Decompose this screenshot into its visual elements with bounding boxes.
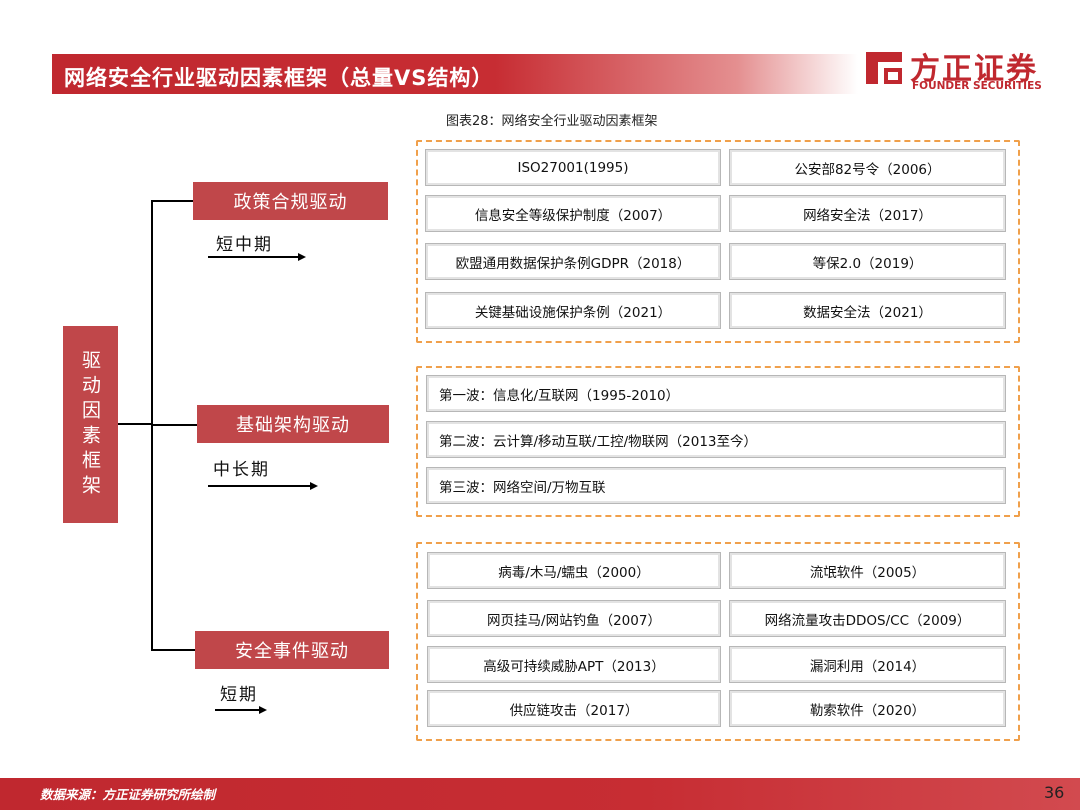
policy-item: ISO27001(1995) [425, 149, 721, 186]
event-item: 网络流量攻击DDOS/CC（2009） [729, 600, 1006, 637]
policy-item: 公安部82号令（2006） [729, 149, 1006, 186]
event-item: 勒索软件（2020） [729, 690, 1006, 727]
policy-item: 网络安全法（2017） [729, 195, 1006, 232]
policy-item: 数据安全法（2021） [729, 292, 1006, 329]
core-label: 驱动因素框架 [79, 349, 101, 500]
core-node: 驱动因素框架 [63, 326, 118, 523]
title-bar [52, 54, 858, 94]
arrow-policy [208, 253, 306, 260]
policy-item: 欧盟通用数据保护条例GDPR（2018） [425, 243, 721, 280]
term-infrastructure: 中长期 [213, 460, 270, 480]
term-policy: 短中期 [216, 235, 273, 255]
category-policy: 政策合规驱动 [193, 182, 388, 220]
logo-text-cn: 方正证券 [910, 52, 1038, 87]
connector-event [151, 649, 195, 651]
founder-logo-icon [866, 52, 902, 84]
wave-item: 第一波：信息化/互联网（1995-2010） [426, 375, 1006, 412]
arrow-infrastructure [208, 482, 318, 489]
category-infrastructure: 基础架构驱动 [197, 405, 389, 443]
group-policy-items [416, 140, 1020, 343]
policy-item: 等保2.0（2019） [729, 243, 1006, 280]
event-item: 病毒/木马/蠕虫（2000） [427, 552, 721, 589]
event-item: 供应链攻击（2017） [427, 690, 721, 727]
arrow-security-events [215, 706, 267, 713]
connector-policy [151, 200, 193, 202]
event-item: 网页挂马/网站钓鱼（2007） [427, 600, 721, 637]
connector-core [118, 423, 152, 425]
logo-text-en: FOUNDER SECURITIES [912, 80, 1042, 92]
group-infrastructure-items [416, 366, 1020, 517]
category-security-events: 安全事件驱动 [195, 631, 389, 669]
group-security-event-items [416, 542, 1020, 741]
event-item: 漏洞利用（2014） [729, 646, 1006, 683]
figure-caption: 图表28：网络安全行业驱动因素框架 [446, 114, 658, 129]
footer-bar [0, 778, 1080, 810]
category-security-events-label: 安全事件驱动 [235, 641, 349, 662]
page-number: 36 [1044, 783, 1065, 802]
category-infrastructure-label: 基础架构驱动 [236, 415, 350, 436]
data-source-note: 数据来源：方正证券研究所绘制 [40, 787, 216, 802]
event-item: 流氓软件（2005） [729, 552, 1006, 589]
policy-item: 信息安全等级保护制度（2007） [425, 195, 721, 232]
term-security-events: 短期 [220, 685, 258, 705]
connector-infra [151, 424, 197, 426]
wave-item: 第二波：云计算/移动互联/工控/物联网（2013至今） [426, 421, 1006, 458]
policy-item: 关键基础设施保护条例（2021） [425, 292, 721, 329]
event-item: 高级可持续威胁APT（2013） [427, 646, 721, 683]
category-policy-label: 政策合规驱动 [233, 192, 348, 213]
page-title: 网络安全行业驱动因素框架（总量VS结构） [64, 66, 494, 90]
wave-item: 第三波：网络空间/万物互联 [426, 467, 1006, 504]
